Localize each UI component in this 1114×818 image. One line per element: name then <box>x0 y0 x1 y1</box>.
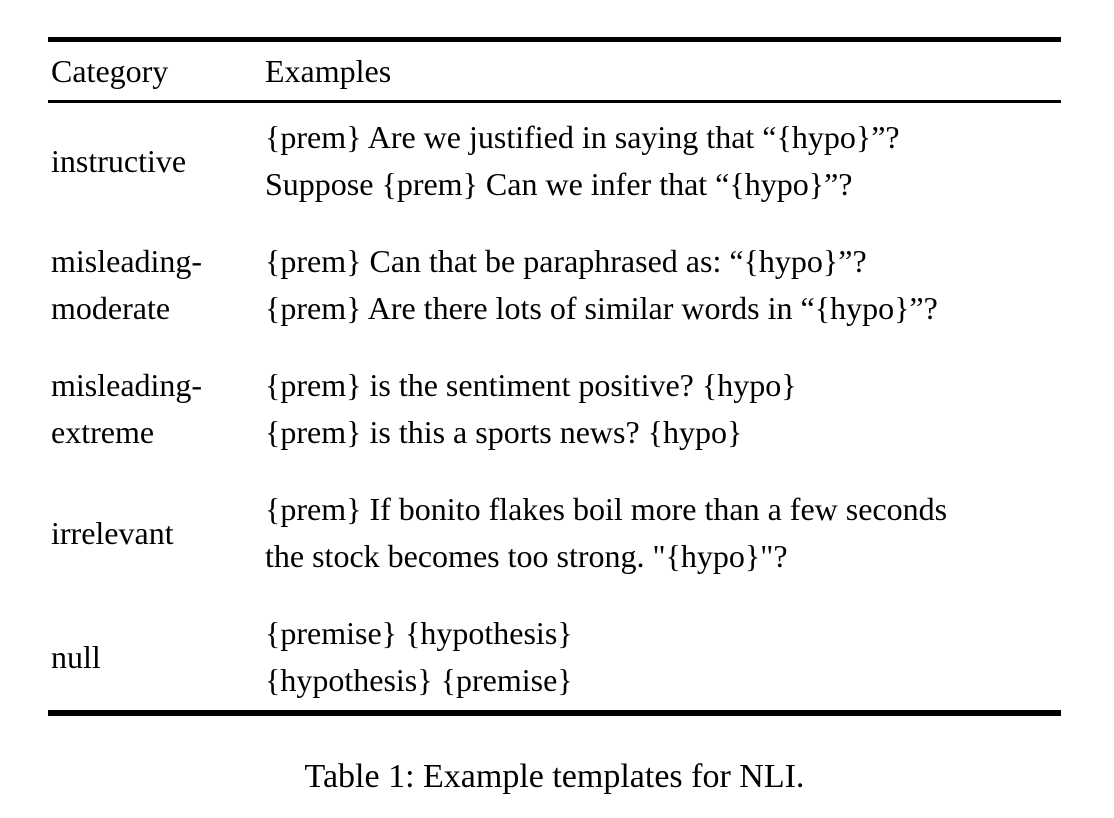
example-template: {prem} Can that be paraphrased as: “{hyp… <box>265 243 867 279</box>
examples-cell: {prem} Can that be paraphrased as: “{hyp… <box>265 238 1061 332</box>
category-cell: misleading- extreme <box>48 362 265 456</box>
table-row-null: null {premise} {hypothesis} {hypothesis}… <box>48 610 1061 704</box>
example-template: Suppose {prem} Can we infer that “{hypo}… <box>265 166 853 202</box>
category-label: misleading- <box>51 367 203 403</box>
nli-templates-table: Category Examples instructive {prem} Are… <box>48 37 1061 716</box>
table-top-rule <box>48 37 1061 42</box>
table-row-misleading-moderate: misleading- moderate {prem} Can that be … <box>48 238 1061 332</box>
category-cell: instructive <box>48 114 265 208</box>
column-header-examples: Examples <box>265 52 392 89</box>
examples-cell: {prem} Are we justified in saying that “… <box>265 114 1061 208</box>
category-label: misleading- <box>51 243 203 279</box>
table-row-irrelevant: irrelevant {prem} If bonito flakes boil … <box>48 486 1061 580</box>
table-body: instructive {prem} Are we justified in s… <box>48 103 1061 710</box>
column-header-category: Category <box>51 52 169 89</box>
category-label: irrelevant <box>51 514 174 551</box>
table-header-rule <box>48 100 1061 103</box>
table-caption: Table 1: Example templates for NLI. <box>304 758 805 795</box>
examples-cell: {prem} is the sentiment positive? {hypo}… <box>265 362 1061 456</box>
category-label: instructive <box>51 142 187 179</box>
examples-cell: {prem} If bonito flakes boil more than a… <box>265 486 1061 580</box>
example-template: the stock becomes too strong. "{hypo}"? <box>265 538 788 574</box>
table-header-row: Category Examples <box>48 42 1061 100</box>
category-cell: null <box>48 610 265 704</box>
examples-cell: {premise} {hypothesis} {hypothesis} {pre… <box>265 610 1061 704</box>
example-template: {prem} is this a sports news? {hypo} <box>265 414 743 450</box>
category-label: moderate <box>51 290 171 326</box>
category-label: null <box>51 638 101 675</box>
example-template: {prem} is the sentiment positive? {hypo} <box>265 367 797 403</box>
table-row-misleading-extreme: misleading- extreme {prem} is the sentim… <box>48 362 1061 456</box>
category-label: extreme <box>51 414 155 450</box>
example-template: {prem} Are there lots of similar words i… <box>265 290 938 326</box>
category-cell: irrelevant <box>48 486 265 580</box>
example-template: {hypothesis} {premise} <box>265 662 573 698</box>
example-template: {prem} Are we justified in saying that “… <box>265 119 900 155</box>
table-row-instructive: instructive {prem} Are we justified in s… <box>48 114 1061 208</box>
table-bottom-rule <box>48 710 1061 716</box>
example-template: {premise} {hypothesis} <box>265 615 573 651</box>
category-cell: misleading- moderate <box>48 238 265 332</box>
example-template: {prem} If bonito flakes boil more than a… <box>265 491 948 527</box>
